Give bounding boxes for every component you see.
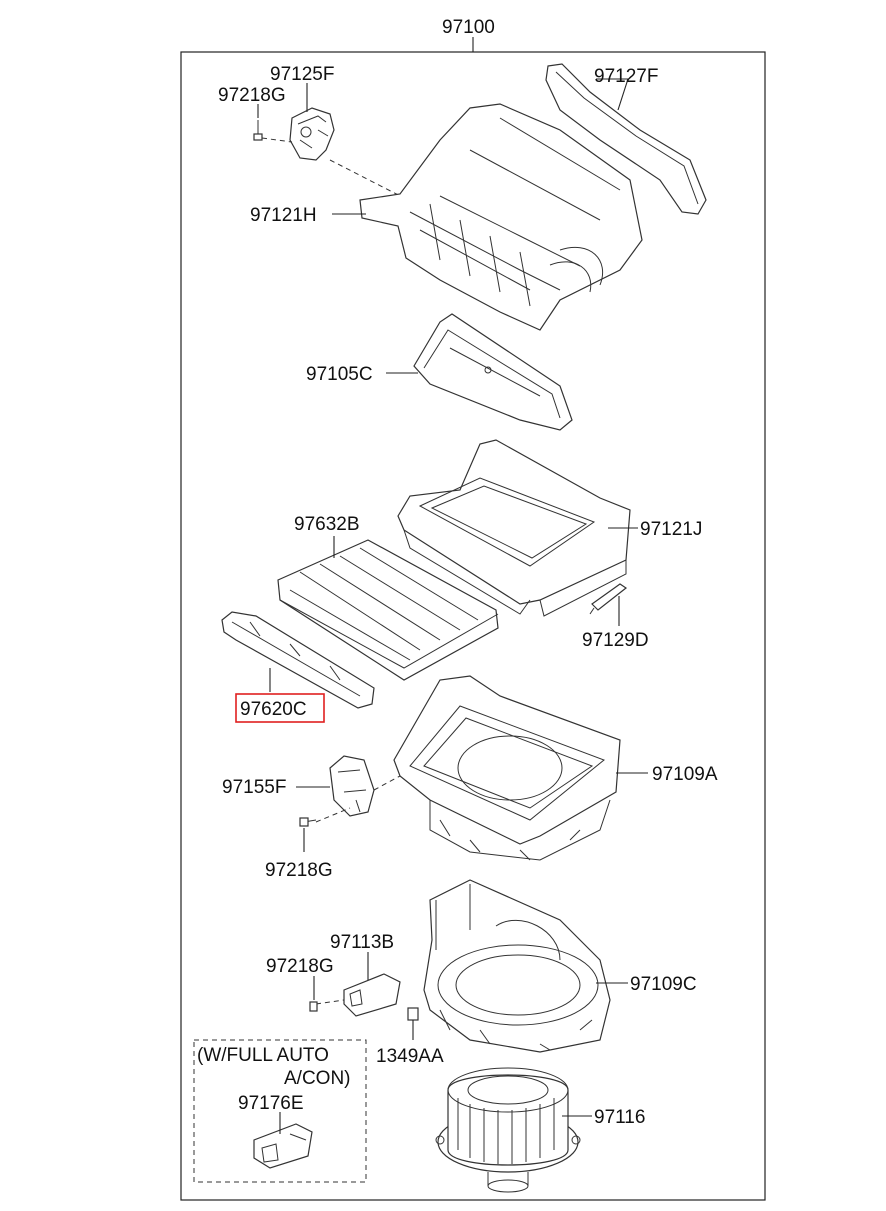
label-1349AA[interactable]: 1349AA	[376, 1046, 444, 1067]
label-97127F[interactable]: 97127F	[594, 66, 658, 87]
filter-cover-97620C	[221, 611, 375, 709]
option-box-line2: A/CON)	[284, 1068, 351, 1089]
option-box-line1: (W/FULL AUTO	[197, 1045, 329, 1066]
screw-97218G-mid	[299, 817, 317, 827]
label-97129D[interactable]: 97129D	[582, 630, 649, 651]
label-97125F[interactable]: 97125F	[270, 64, 334, 85]
clip-97129D	[589, 583, 628, 615]
label-97113B[interactable]: 97113B	[330, 932, 394, 953]
label-97121H[interactable]: 97121H	[250, 205, 317, 226]
clip-1349AA	[407, 1007, 419, 1021]
label-97176E[interactable]: 97176E	[238, 1093, 304, 1114]
label-97632B[interactable]: 97632B	[294, 514, 360, 535]
label-97116[interactable]: 97116	[594, 1107, 645, 1128]
cover-97105C	[413, 313, 573, 431]
screw-97218G-low	[309, 1001, 318, 1012]
lower-case-97109C	[423, 879, 611, 1053]
option-box	[193, 1039, 367, 1183]
screw-97218G-top	[253, 120, 293, 143]
label-97155F[interactable]: 97155F	[222, 777, 286, 798]
module-97176E	[253, 1123, 313, 1169]
assembly-label[interactable]: 97100	[442, 17, 495, 38]
resistor-97113B	[315, 973, 401, 1017]
filter-housing-97121J	[397, 439, 631, 617]
label-97218G-mid[interactable]: 97218G	[265, 860, 333, 881]
label-97109A[interactable]: 97109A	[652, 764, 718, 785]
label-97109C[interactable]: 97109C	[630, 974, 697, 995]
intake-housing-97121H	[359, 103, 643, 331]
label-97620C[interactable]: 97620C	[240, 699, 307, 720]
upper-case-97109A	[393, 675, 621, 861]
label-97218G-low[interactable]: 97218G	[266, 956, 334, 977]
actuator-97155F	[315, 755, 401, 823]
label-97105C[interactable]: 97105C	[306, 364, 373, 385]
seal-97127F	[545, 63, 707, 215]
label-97121J[interactable]: 97121J	[640, 519, 702, 540]
leader-97127F	[617, 78, 629, 111]
actuator-97125F	[289, 107, 413, 203]
blower-motor-97116	[435, 1067, 581, 1193]
cabin-filter-97632B	[277, 539, 499, 681]
label-97218G-top[interactable]: 97218G	[218, 85, 286, 106]
highlight-box-97620C	[235, 693, 325, 723]
